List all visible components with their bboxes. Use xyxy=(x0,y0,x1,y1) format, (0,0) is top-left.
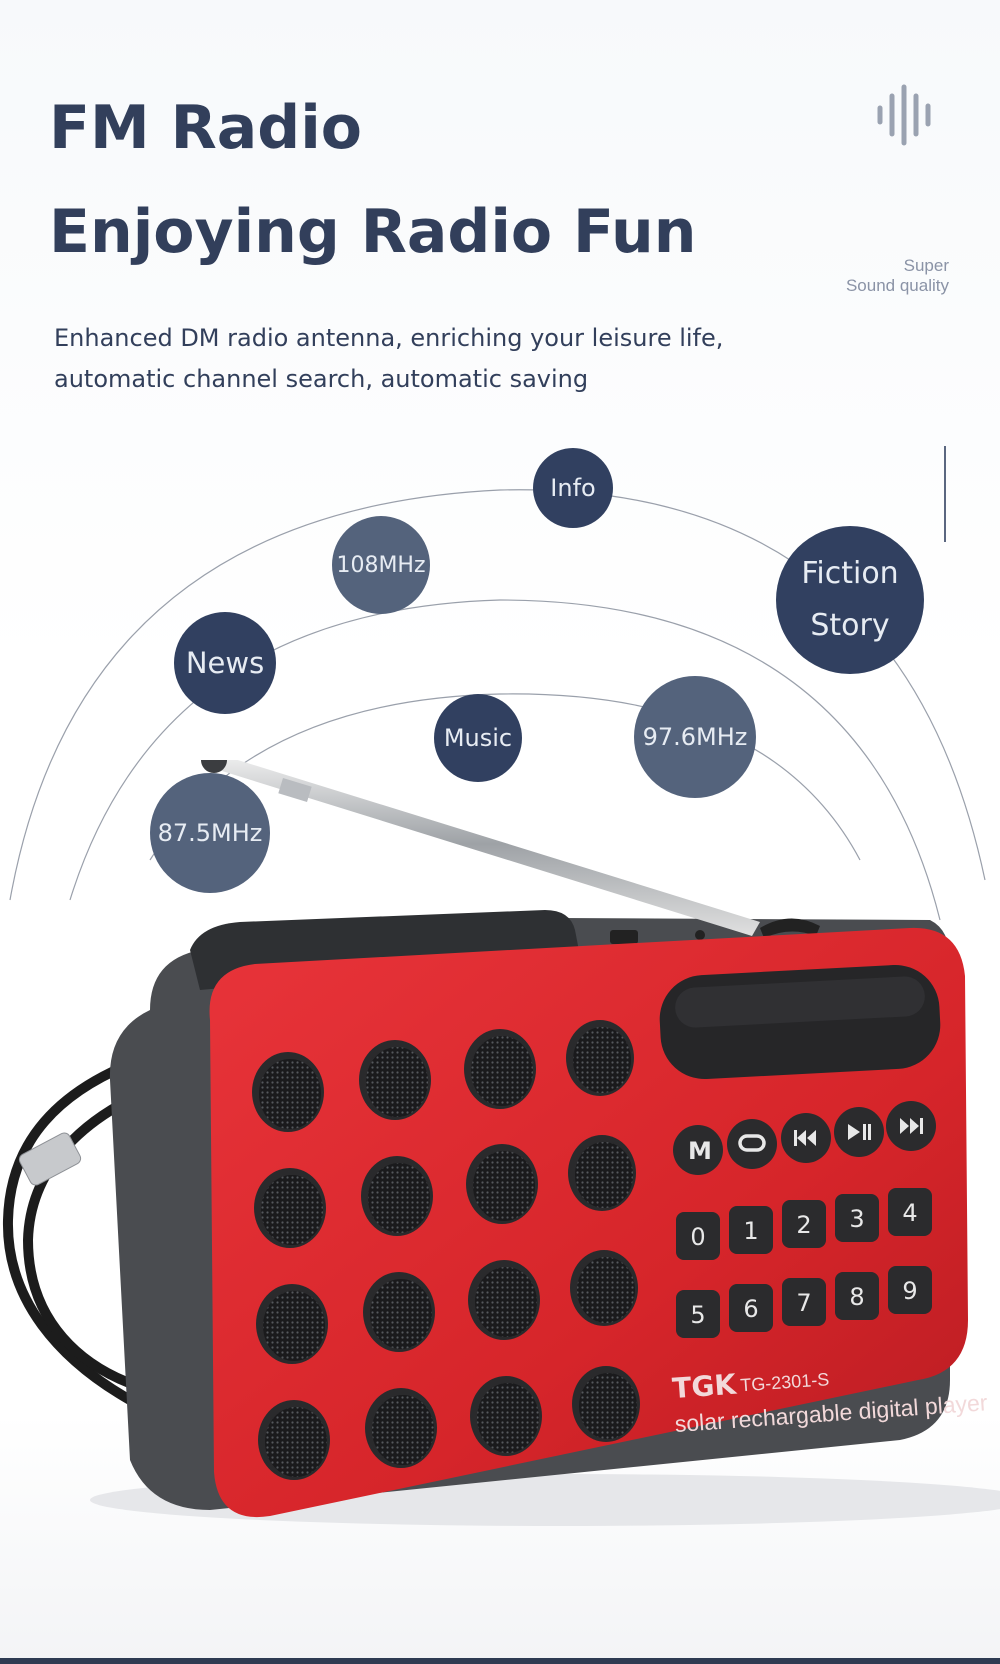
sound-quality-line-1: Super xyxy=(903,256,949,275)
description-line-2: automatic channel search, automatic savi… xyxy=(54,365,589,393)
bottom-border xyxy=(0,1658,1000,1664)
repeat-icon xyxy=(738,1134,766,1152)
number-key-7: 7 xyxy=(782,1278,826,1326)
speaker-grill xyxy=(252,1020,640,1480)
bubble-108mhz-label: 108MHz xyxy=(336,552,426,578)
bubble-info: Info xyxy=(533,448,613,528)
number-keypad: 0 1 2 3 4 5 6 7 8 9 xyxy=(676,1188,932,1338)
bubble-news: News xyxy=(174,612,276,714)
number-key-label: 3 xyxy=(849,1205,864,1233)
number-key-label: 5 xyxy=(690,1301,705,1329)
bubble-music-label: Music xyxy=(443,724,513,752)
sound-quality-line-2: Sound quality xyxy=(845,276,949,295)
play-pause-icon xyxy=(848,1124,871,1140)
number-key-label: 7 xyxy=(796,1289,811,1317)
number-key-label: 0 xyxy=(690,1223,705,1251)
number-key-label: 8 xyxy=(849,1283,864,1311)
bubble-music: Music xyxy=(434,694,522,782)
brand-logo: TGK xyxy=(671,1368,738,1405)
bubble-fiction-line-2: Story xyxy=(810,608,890,643)
page-title: FM Radio xyxy=(49,93,363,163)
bubble-87-5mhz: 87.5MHz xyxy=(150,773,270,893)
bubble-fiction-story: Fiction Story xyxy=(776,526,924,674)
number-key-label: 6 xyxy=(743,1295,758,1323)
sound-quality-label: Super Sound quality xyxy=(846,256,949,296)
antenna xyxy=(201,760,760,936)
page-subtitle-heading: Enjoying Radio Fun xyxy=(49,197,697,267)
number-key-3: 3 xyxy=(835,1194,879,1242)
number-key-4: 4 xyxy=(888,1188,932,1236)
number-key-1: 1 xyxy=(729,1206,773,1254)
next-icon xyxy=(900,1118,923,1134)
number-key-5: 5 xyxy=(676,1290,720,1338)
number-key-label: 4 xyxy=(902,1199,917,1227)
bubble-97-6mhz-label: 97.6MHz xyxy=(642,723,748,751)
divider-line xyxy=(944,446,946,542)
bubble-87-5mhz-label: 87.5MHz xyxy=(157,819,263,847)
number-key-0: 0 xyxy=(676,1212,720,1260)
number-key-8: 8 xyxy=(835,1272,879,1320)
number-key-6: 6 xyxy=(729,1284,773,1332)
number-key-label: 9 xyxy=(902,1277,917,1305)
previous-icon xyxy=(794,1130,816,1146)
description-line-1: Enhanced DM radio antenna, enriching you… xyxy=(54,324,724,352)
bubble-97-6mhz: 97.6MHz xyxy=(634,676,756,798)
number-key-9: 9 xyxy=(888,1266,932,1314)
number-key-label: 1 xyxy=(743,1217,758,1245)
bubble-info-label: Info xyxy=(550,474,596,502)
function-buttons: M xyxy=(673,1101,936,1175)
number-key-label: 2 xyxy=(796,1211,811,1239)
mode-key-label: M xyxy=(688,1137,712,1165)
bubble-news-label: News xyxy=(185,646,265,680)
bubble-108mhz: 108MHz xyxy=(332,516,430,614)
number-key-2: 2 xyxy=(782,1200,826,1248)
bubble-fiction-line-1: Fiction xyxy=(801,556,899,591)
description: Enhanced DM radio antenna, enriching you… xyxy=(54,318,814,400)
sound-wave-icon xyxy=(876,84,940,151)
